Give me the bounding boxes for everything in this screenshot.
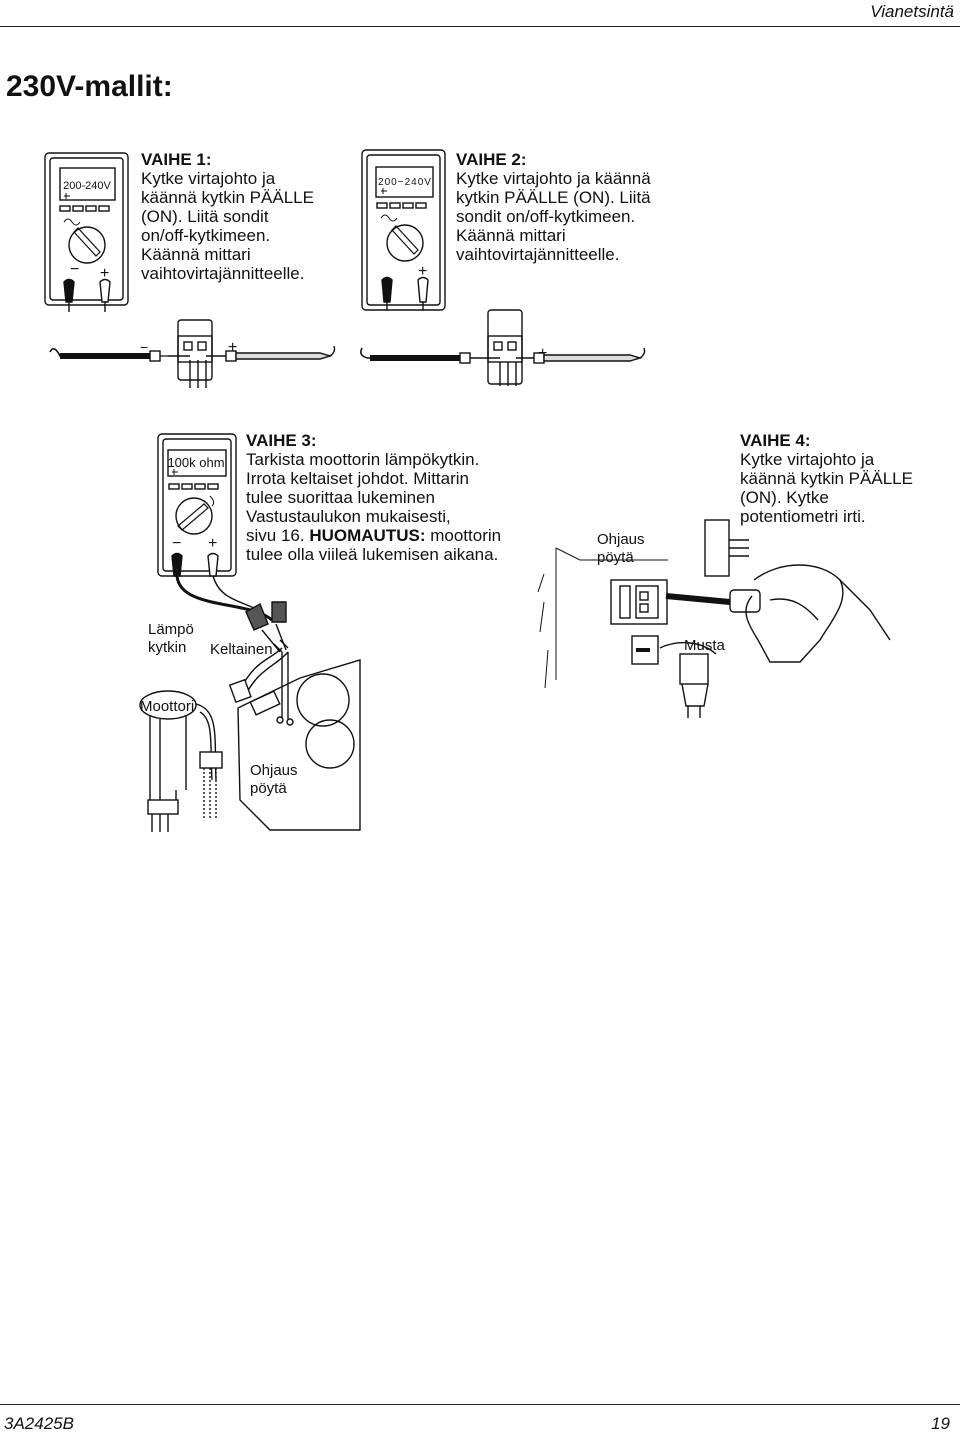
plus-sign: +: [100, 265, 109, 282]
label-poyta-step-4: pöytä: [597, 549, 634, 566]
step-4-line: Kytke virtajohto ja: [740, 450, 875, 469]
step-1-line: on/off-kytkimeen.: [141, 226, 271, 245]
label-kytkin: kytkin: [148, 639, 186, 656]
step-1-text: VAIHE 1: Kytke virtajohto ja käännä kytk…: [141, 150, 314, 283]
plus-sign: +: [228, 339, 237, 356]
step-4-line: potentiometri irti.: [740, 507, 866, 526]
step-3-text: VAIHE 3: Tarkista moottorin lämpökytkin.…: [246, 431, 501, 564]
multimeter-3: 100k ohm − +: [157, 433, 274, 622]
footer-rule: [0, 1404, 960, 1405]
step-4-heading: VAIHE 4:: [740, 431, 811, 450]
step-4-line: (ON). Kytke: [740, 488, 829, 507]
meter-2-display: 200−240V: [378, 177, 432, 188]
label-moottori: Moottori: [140, 698, 194, 715]
step-3-heading: VAIHE 3:: [246, 431, 317, 450]
note-text: tulee olla viileä lukemisen aikana.: [246, 545, 499, 564]
step-3-line: Irrota keltaiset johdot. Mittarin: [246, 469, 469, 488]
minus-sign: −: [140, 339, 148, 355]
step-2-text: VAIHE 2: Kytke virtajohto ja käännä kytk…: [456, 150, 651, 264]
note-label: HUOMAUTUS:: [309, 526, 426, 545]
step-2-line: vaihtovirtajännitteelle.: [456, 245, 620, 264]
thermal-switch-wires: [228, 647, 294, 726]
meter-1-display: 200-240V: [63, 180, 111, 192]
plus-sign: +: [208, 535, 217, 552]
step-2-line: kytkin PÄÄLLE (ON). Liitä: [456, 188, 651, 207]
page-number: 19: [931, 1414, 950, 1433]
probe-assembly-right: +: [360, 309, 646, 386]
multimeter-2: 200−240V +: [361, 149, 446, 311]
control-board-step-4: [537, 519, 891, 718]
step-1-line: Käännä mittari: [141, 245, 251, 264]
motor: [139, 690, 223, 832]
probe-tips-step-3: [245, 601, 289, 653]
step-1-line: Kytke virtajohto ja: [141, 169, 276, 188]
label-keltainen: Keltainen: [210, 641, 273, 658]
step-1-line: (ON). Liitä sondit: [141, 207, 269, 226]
step-4-text: VAIHE 4: Kytke virtajohto ja käännä kytk…: [740, 431, 913, 526]
step-3-line: Vastustaulukon mukaisesti,: [246, 507, 451, 526]
step-1-line: käännä kytkin PÄÄLLE: [141, 188, 314, 207]
probe-assembly-left: − +: [49, 319, 336, 388]
meter-3-display: 100k ohm: [167, 455, 224, 470]
page-title: 230V-mallit:: [6, 70, 173, 103]
step-2-line: sondit on/off-kytkimeen.: [456, 207, 636, 226]
step-2-line: Kytke virtajohto ja käännä: [456, 169, 651, 188]
label-ohjaus: Ohjaus: [250, 762, 298, 779]
control-board-bottom: [237, 659, 361, 831]
minus-sign: −: [70, 261, 79, 278]
step-2-line: Käännä mittari: [456, 226, 566, 245]
label-musta: Musta: [684, 637, 726, 654]
step-3-line: sivu 16.: [246, 526, 305, 545]
section-title: Vianetsintä: [870, 2, 954, 21]
multimeter-1: 200-240V − +: [44, 152, 129, 312]
page-header: [0, 0, 960, 27]
step-1-line: vaihtovirtajännitteelle.: [141, 264, 305, 283]
step-1-heading: VAIHE 1:: [141, 150, 212, 169]
plus-sign: +: [418, 263, 427, 280]
note-text: moottorin: [430, 526, 502, 545]
label-poyta: pöytä: [250, 780, 287, 797]
label-lampo: Lämpö: [148, 621, 194, 638]
label-ohjaus-step-4: Ohjaus: [597, 531, 645, 548]
step-4-line: käännä kytkin PÄÄLLE: [740, 469, 913, 488]
document-id: 3A2425B: [4, 1414, 74, 1433]
step-2-heading: VAIHE 2:: [456, 150, 527, 169]
minus-sign: −: [172, 535, 181, 552]
step-3-line: Tarkista moottorin lämpökytkin.: [246, 450, 480, 469]
step-3-line: tulee suorittaa lukeminen: [246, 488, 436, 507]
